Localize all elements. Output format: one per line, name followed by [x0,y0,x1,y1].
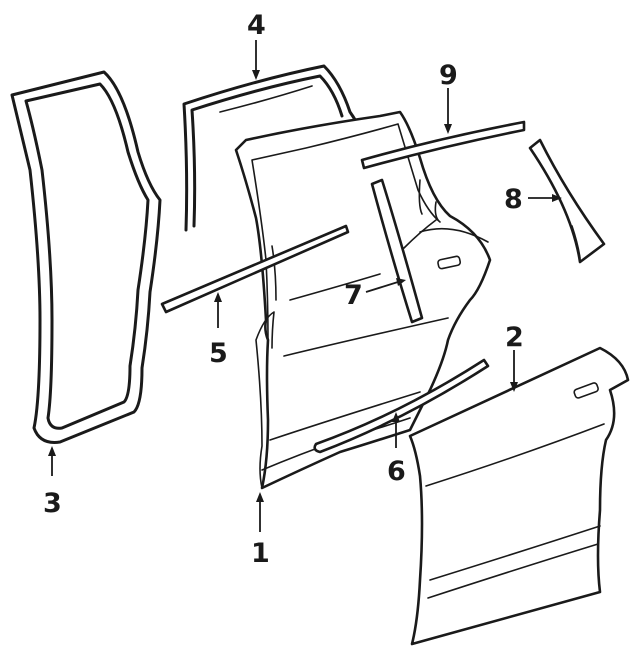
part-3-weatherstrip [10,70,162,444]
callout-3: 3 [43,488,62,519]
callout-7: 7 [344,280,363,311]
part-9-upper-molding [360,120,526,170]
callout-6: 6 [387,456,406,487]
callout-5: 5 [209,338,228,369]
callout-9: 9 [439,60,458,91]
part-5-belt-molding [160,224,350,314]
callout-2: 2 [505,322,524,353]
leader-lines [48,40,562,532]
callout-labels: 4 9 8 7 5 2 3 6 1 [43,10,524,569]
callout-8: 8 [504,184,523,215]
part-6-side-molding [313,358,490,454]
part-8-corner-applique [528,138,606,264]
part-7-applique [370,178,424,324]
part-2-outer-panel [408,346,630,646]
part-4-frame-molding [182,64,366,232]
callout-1: 1 [251,538,270,569]
callout-4: 4 [247,10,266,41]
